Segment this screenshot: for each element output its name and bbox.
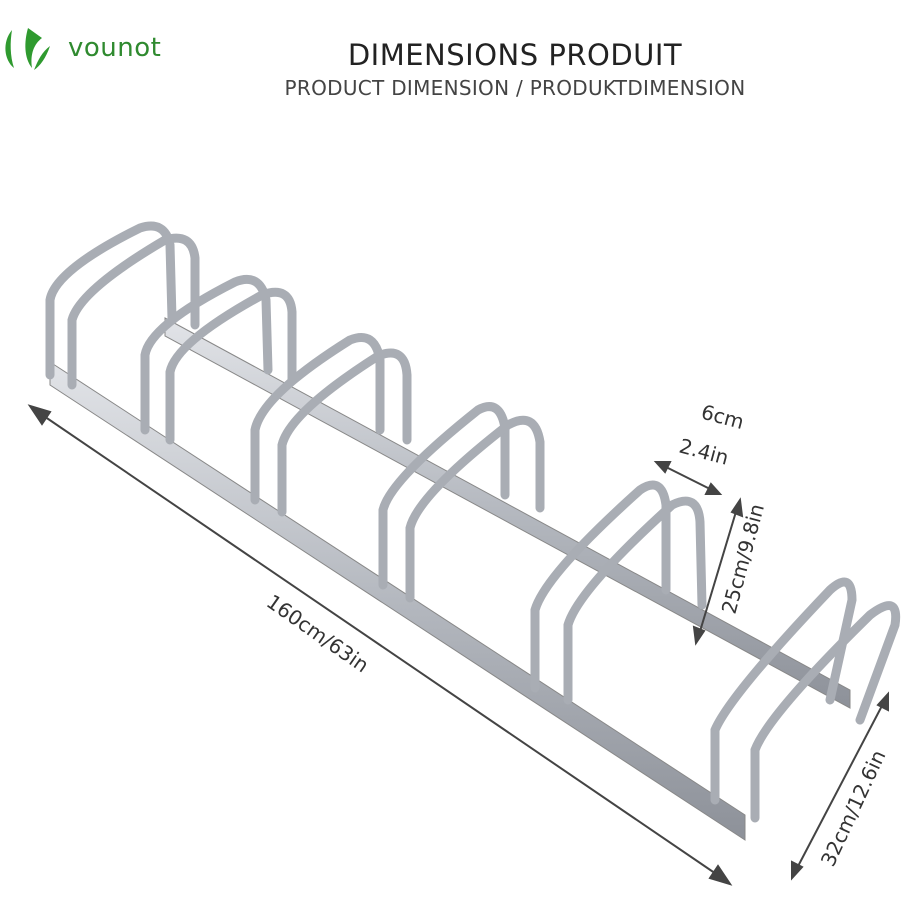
brand-name: vounot [68,33,162,63]
height-arrow [697,504,739,639]
tube-arrow [659,463,717,493]
hoop-pair-2 [140,274,297,445]
length-arrow [34,409,726,881]
tube-in-label: 2.4in [677,434,732,470]
leaf-logo-icon [5,28,50,70]
page-title: DIMENSIONS PRODUIT [347,38,683,72]
dimension-arrows [27,404,889,886]
height-label: 25cm/9.8in [717,501,769,616]
tube-cm-label: 6cm [699,400,747,434]
hoop-pair-1 [45,221,200,390]
width-label: 32cm/12.6in [816,746,891,870]
hoop-pair-5 [530,480,707,705]
hoop-pair-4 [378,402,545,603]
hoop-pair-6 [710,577,901,823]
page-subtitle: PRODUCT DIMENSION / PRODUKTDIMENSION [284,76,746,100]
hoop-pair-3 [250,333,412,517]
hoops [45,221,901,823]
front-rail [49,361,746,841]
width-arrow [794,699,886,873]
brand-logo: vounot [2,24,161,72]
